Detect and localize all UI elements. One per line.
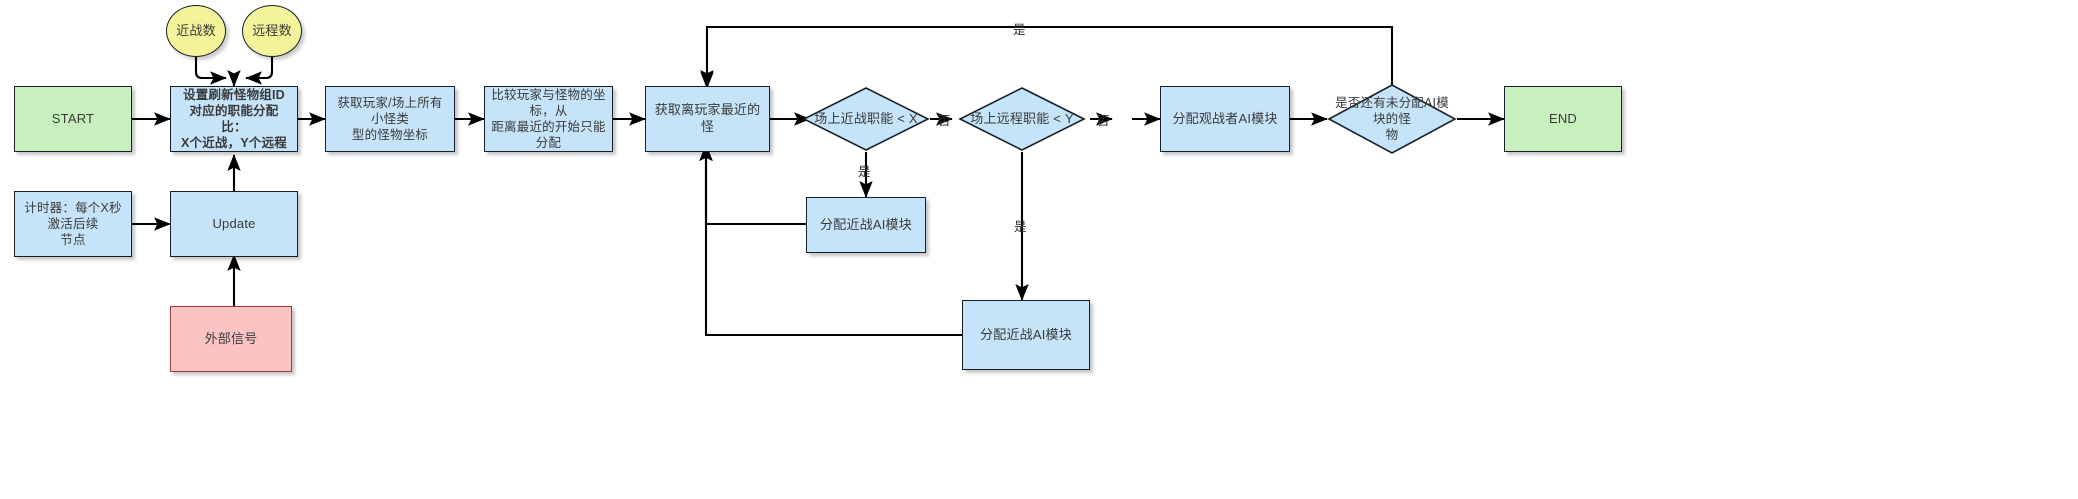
node-timer-label: 计时器：每个X秒激活后续 节点: [24, 201, 122, 247]
diamond-shape: [1327, 84, 1457, 154]
diamond-shape: [802, 87, 930, 151]
node-check-ranged-count-label: 场上远程职能 < Y: [970, 110, 1074, 126]
node-external-signal[interactable]: 外部信号: [170, 306, 292, 372]
node-set-ratio-label: 设置刷新怪物组ID 对应的职能分配比： X个近战，Y个远程: [181, 88, 287, 150]
node-start[interactable]: START: [14, 86, 132, 152]
node-update[interactable]: Update: [170, 191, 298, 257]
node-assign-spectator-ai[interactable]: 分配观战者AI模块: [1160, 86, 1290, 152]
node-compare-coords-label: 比较玩家与怪物的坐标，从 距离最近的开始只能分配: [491, 88, 606, 150]
edge-label-yes-melee: 是: [858, 165, 871, 179]
node-ranged-count[interactable]: 远程数: [242, 5, 302, 57]
diamond-shape: [958, 87, 1086, 151]
edge-check-remaining-yes-loop: [700, 25, 1394, 87]
node-get-nearest-mob[interactable]: 获取离玩家最近的怪: [645, 86, 770, 152]
node-melee-count[interactable]: 近战数: [166, 5, 226, 57]
edge-label-no-ranged: 否: [1097, 114, 1110, 128]
node-check-remaining-mobs[interactable]: 是否还有未分配AI模块的怪 物: [1327, 83, 1457, 155]
node-assign-spectator-ai-label: 分配观战者AI模块: [1172, 110, 1278, 126]
node-assign-melee-ai-bottom[interactable]: 分配近战AI模块: [962, 300, 1090, 370]
node-start-label: START: [51, 110, 95, 126]
node-set-ratio[interactable]: 设置刷新怪物组ID 对应的职能分配比： X个近战，Y个远程: [170, 86, 298, 152]
node-check-ranged-count[interactable]: 场上远程职能 < Y: [958, 86, 1086, 152]
node-get-mobs-label: 获取玩家/场上所有小怪类 型的怪物坐标: [337, 96, 443, 142]
node-melee-count-label: 近战数: [176, 22, 216, 38]
node-get-mobs[interactable]: 获取玩家/场上所有小怪类 型的怪物坐标: [325, 86, 455, 152]
node-external-signal-label: 外部信号: [204, 330, 258, 346]
node-compare-coords[interactable]: 比较玩家与怪物的坐标，从 距离最近的开始只能分配: [484, 86, 613, 152]
node-end[interactable]: END: [1504, 86, 1622, 152]
edge-melee-count-to-junction: [194, 57, 227, 85]
node-assign-melee-ai-top-label: 分配近战AI模块: [820, 216, 912, 232]
node-timer[interactable]: 计时器：每个X秒激活后续 节点: [14, 191, 132, 257]
node-check-melee-count-label: 场上近战职能 < X: [814, 110, 918, 126]
edge-label-yes-ranged: 是: [1014, 220, 1027, 234]
edge-assign-melee-top-loop: [699, 144, 806, 226]
node-assign-melee-ai-top[interactable]: 分配近战AI模块: [806, 197, 926, 253]
node-check-melee-count[interactable]: 场上近战职能 < X: [802, 86, 930, 152]
node-assign-melee-ai-bottom-label: 分配近战AI模块: [980, 326, 1072, 342]
node-ranged-count-label: 远程数: [252, 22, 292, 38]
edge-label-no-melee: 否: [938, 114, 951, 128]
node-end-label: END: [1548, 110, 1578, 126]
node-get-nearest-mob-label: 获取离玩家最近的怪: [654, 102, 761, 134]
edge-label-yes-remaining: 是: [1013, 23, 1026, 37]
node-check-remaining-mobs-label: 是否还有未分配AI模块的怪 物: [1335, 96, 1449, 142]
node-update-label: Update: [212, 215, 256, 231]
edge-ranged-count-to-junction: [245, 57, 274, 85]
